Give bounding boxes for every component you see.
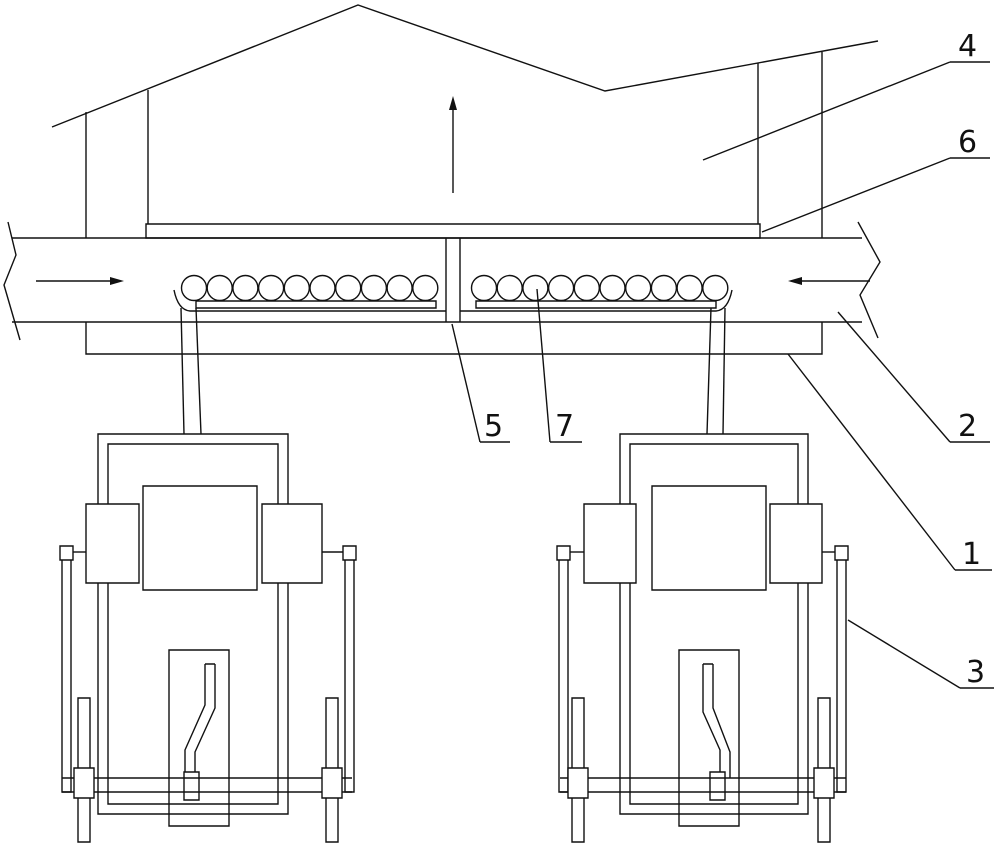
roller xyxy=(497,276,522,301)
right-side-block xyxy=(770,504,822,583)
left-inflow-arrow-head xyxy=(110,277,124,285)
leader-line-7 xyxy=(537,289,550,442)
left-leg-clamp xyxy=(74,768,94,798)
roller xyxy=(182,276,207,301)
right-inflow-arrow-head xyxy=(788,277,802,285)
partition-5 xyxy=(446,238,460,322)
left-leg-clamp xyxy=(568,768,588,798)
right-machine-unit-3 xyxy=(557,434,848,842)
roller xyxy=(310,276,335,301)
roller xyxy=(574,276,599,301)
right-support-post xyxy=(707,308,725,434)
roller xyxy=(336,276,361,301)
roller xyxy=(651,276,676,301)
roller xyxy=(523,276,548,301)
callout-label-4: 4 xyxy=(958,29,977,64)
roller xyxy=(259,276,284,301)
right-leg-clamp xyxy=(322,768,342,798)
callout-label-2: 2 xyxy=(958,409,977,444)
roller xyxy=(361,276,386,301)
leader-line-5 xyxy=(452,324,480,442)
right-side-block xyxy=(262,504,322,583)
left-rail-cap xyxy=(60,546,73,560)
callout-label-6: 6 xyxy=(958,125,977,160)
linkage-rod xyxy=(185,664,215,778)
roller xyxy=(284,276,309,301)
linkage-clamp xyxy=(184,772,199,800)
callout-label-5: 5 xyxy=(484,409,503,444)
roller xyxy=(600,276,625,301)
right-leg-clamp xyxy=(814,768,834,798)
lower-housing xyxy=(679,650,739,826)
callout-5: 5 xyxy=(452,324,510,444)
motor-block xyxy=(143,486,257,590)
roof-line xyxy=(52,5,878,127)
linkage-rod xyxy=(703,664,730,778)
callout-7: 7 xyxy=(537,289,582,444)
chamber-4 xyxy=(52,5,878,238)
callout-3: 3 xyxy=(848,620,994,690)
left-guide-rail xyxy=(62,556,71,792)
leader-line-3 xyxy=(848,620,960,688)
left-side-block xyxy=(584,504,636,583)
callout-4: 4 xyxy=(703,29,990,160)
left-machine-unit xyxy=(60,434,356,842)
up-arrow-head xyxy=(449,96,457,110)
right-rail-cap xyxy=(835,546,848,560)
channel-2 xyxy=(4,222,880,340)
left-tray-bar xyxy=(196,301,436,308)
right-guide-rail xyxy=(837,556,846,792)
callout-label-3: 3 xyxy=(966,655,985,690)
roller xyxy=(413,276,438,301)
right-break-mark xyxy=(858,222,880,338)
roller xyxy=(472,276,497,301)
left-rail-cap xyxy=(557,546,570,560)
right-rollers-7 xyxy=(472,276,728,301)
right-guide-rail xyxy=(345,556,354,792)
left-guide-rail xyxy=(559,556,568,792)
roller xyxy=(626,276,651,301)
callout-6: 6 xyxy=(762,125,990,232)
roller xyxy=(677,276,702,301)
roller xyxy=(233,276,258,301)
roller xyxy=(207,276,232,301)
motor-block xyxy=(652,486,766,590)
callout-label-1: 1 xyxy=(962,537,981,572)
leader-line-4 xyxy=(703,62,950,160)
roller xyxy=(703,276,728,301)
leader-line-6 xyxy=(762,158,950,232)
left-rollers xyxy=(182,276,438,301)
right-tray-bar xyxy=(476,301,716,308)
leader-line-2 xyxy=(838,312,950,442)
left-side-block xyxy=(86,504,139,583)
plate-6 xyxy=(146,224,760,238)
linkage-clamp xyxy=(710,772,725,800)
right-rail-cap xyxy=(343,546,356,560)
roller xyxy=(549,276,574,301)
callout-label-7: 7 xyxy=(555,409,574,444)
left-support-post xyxy=(181,308,201,434)
callout-2: 2 xyxy=(838,312,990,444)
roller xyxy=(387,276,412,301)
